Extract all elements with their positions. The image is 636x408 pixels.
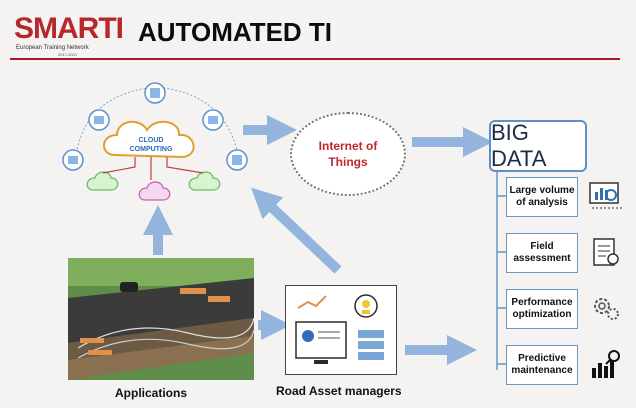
clipboard-checklist-icon <box>593 238 619 266</box>
bigdata-item-predictive-maintenance: Predictive maintenance <box>506 345 578 385</box>
road-cross-section-image <box>68 258 254 380</box>
logo-subtitle: European Training Network <box>16 45 89 51</box>
logo-years: 2017-2021 <box>58 52 78 57</box>
title-underline <box>10 58 620 60</box>
smarti-logo: SMARTI European Training Network 2017-20… <box>14 12 124 57</box>
svg-text:CLOUD: CLOUD <box>139 137 164 144</box>
road-asset-managers-panel <box>285 285 397 375</box>
caption-road-asset-managers: Road Asset managers <box>276 384 402 398</box>
page-title: AUTOMATED TI <box>138 17 333 47</box>
dashboard-icons <box>295 294 384 364</box>
gears-icon <box>594 298 619 320</box>
bigdata-item-field-assessment: Field assessment <box>506 233 578 273</box>
iot-node: Internet of Things <box>290 112 406 196</box>
bar-chart-magnifier-icon <box>592 350 620 378</box>
iot-label: Internet of Things <box>318 139 378 169</box>
big-data-box: BIG DATA <box>489 120 587 172</box>
caption-applications: Applications <box>115 386 188 400</box>
cloud-computing-diagram: CLOUD COMPUTING CLOUD COMPUTING <box>55 75 265 215</box>
bigdata-item-large-volume: Large volume of analysis <box>506 177 578 217</box>
arrow-managers-to-cloud <box>251 187 342 274</box>
cloud-network-icon: CLOUD COMPUTING <box>62 82 248 201</box>
logo-text: SMARTI <box>14 12 124 45</box>
bigdata-item-performance-optimization: Performance optimization <box>506 289 578 329</box>
analytics-monitor-icon <box>589 182 622 209</box>
svg-text:COMPUTING: COMPUTING <box>130 146 173 153</box>
cloud-label: CLOUD COMPUTING <box>55 75 56 76</box>
